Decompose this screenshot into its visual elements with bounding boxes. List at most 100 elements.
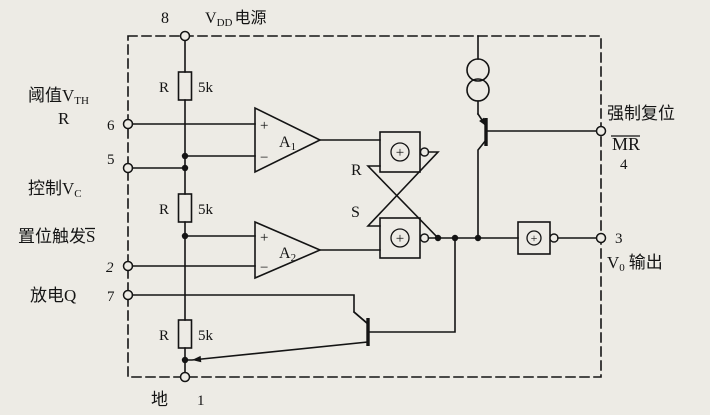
a1-minus-sign: − [260,150,268,166]
resistor-value: 5k [198,202,214,218]
pin-5-label: 控制VC [28,179,82,200]
a2-minus-sign: − [260,260,268,276]
s-gate-invert-bubble-icon [419,233,430,243]
pin-2-trigger: 置位触发S 2 [18,227,256,276]
pin-2-terminal [122,260,134,272]
junction-dot [474,234,482,242]
pin-3-label-sub: 0 [619,262,625,274]
a2-name: A2 [279,245,296,264]
resistor-name: R [159,202,169,218]
pin-8-label-sub: DD [217,17,233,29]
comparator-a1: + − A1 [184,106,381,174]
pin-4-mr: MR [612,134,640,154]
junction-dot [451,234,459,242]
r-input-label: R [351,162,362,179]
a1-name: A1 [279,134,296,153]
a2-plus-sign: + [260,230,268,246]
pin-6-label-main: 阈值V [28,86,75,105]
cross-couple-wire-top [366,151,440,227]
a2-triangle [254,220,323,280]
a1-triangle [254,106,322,174]
resistor-symbol [177,319,193,349]
pin-6-label: 阈值VTH [28,86,89,107]
a1-plus-sign: + [260,118,268,134]
resistor-symbol [177,193,193,223]
voltage-divider: R 5k R 5k R 5k [159,39,214,374]
pin-3-label-suffix: 输出 [629,253,663,272]
pin-7-number: 7 [107,289,115,305]
s-input-label: S [351,204,360,221]
pin-2-number: 2 [106,260,114,276]
emitter-arrow-icon [479,117,486,126]
pin-2-label: 置位触发S [18,227,95,246]
pin-5-control: 控制VC 5 [28,152,186,200]
pin-1-terminal [179,371,191,383]
pin-6-terminal [122,118,134,130]
reset-transistor-wires [476,112,598,239]
r-gate-invert-bubble-icon [419,147,430,157]
pin-3-terminal [595,232,607,244]
a1-name-letter: A [279,134,291,151]
resistor-name: R [159,80,169,96]
junction-dot [181,232,189,240]
pin-6-label-sub: TH [74,95,89,107]
pin-2-label-main: 置位触发 [18,227,86,246]
pin-4-terminal [595,125,607,137]
current-source-icon [466,78,490,102]
pin-4-label: 强制复位 [607,104,675,123]
resistor-value: 5k [198,80,214,96]
a1-name-sub: 1 [291,141,297,153]
pin-8-number: 8 [161,10,169,27]
discharge-transistor [184,237,456,363]
reset-transistor: 强制复位 MR 4 [476,104,675,239]
emitter-arrow-icon [192,355,202,363]
pin-3-number: 3 [615,231,623,247]
ic-dashed-boundary [127,35,602,378]
pin-7-discharge: 放电Q 7 [30,286,370,326]
junction-dot [181,164,189,172]
comparator-a2: + − A2 [184,220,381,280]
junction-dots [181,152,482,364]
pin-6-threshold: 阈值VTH R 6 [28,86,256,134]
junction-dot [434,234,442,242]
pin-6-label-line2: R [58,109,70,128]
pin-6-number: 6 [107,118,115,134]
pin-2-label-s: S [86,227,95,246]
output-gate-plus: + [531,231,538,245]
cross-couple-wire-bottom [366,165,440,240]
discharge-transistor-wires [184,237,456,361]
pin-1-label: 地 [151,390,168,409]
pin-4-number: 4 [620,157,628,173]
pin-1-number: 1 [197,393,205,409]
a2-name-sub: 2 [291,252,297,264]
output-invert-bubble-icon [549,233,559,243]
pin-5-label-main: 控制V [28,179,75,198]
a2-name-letter: A [279,245,291,262]
pin-5-terminal [122,162,134,174]
r-gate-or-icon [390,142,410,162]
pin-7-wire [131,294,370,326]
pin-8-label-suffix: 电源 [234,9,266,27]
current-source [466,35,490,115]
current-source-icon [466,58,490,82]
pin-8-label-v: V [205,10,217,27]
junction-dot [181,152,189,160]
r-gate-plus: + [396,145,404,161]
s-gate-plus: + [396,231,404,247]
s-gate-or-icon [390,228,410,248]
pin-7-terminal [122,289,134,301]
pin-5-label-sub: C [74,188,81,200]
rs-flipflop: + + R S [351,131,519,259]
resistor-symbol [177,71,193,101]
junction-dot [181,356,189,364]
pin-8-terminal [179,30,191,42]
resistor-name: R [159,328,169,344]
pin-7-label: 放电Q [30,286,76,305]
output-gate-icon [526,230,542,246]
pin-5-number: 5 [107,152,115,168]
